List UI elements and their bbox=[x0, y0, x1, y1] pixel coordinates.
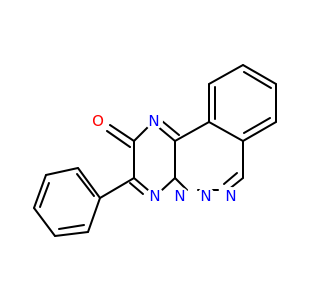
bond bbox=[33, 207, 56, 237]
nitrogen-atom-label: N bbox=[148, 112, 159, 130]
bond bbox=[54, 231, 89, 237]
atom-label-background bbox=[222, 187, 240, 205]
bond bbox=[223, 172, 238, 185]
nitrogen-atom-label: N bbox=[149, 187, 160, 205]
atom-label-background bbox=[89, 112, 107, 130]
bond bbox=[242, 121, 277, 142]
bond bbox=[161, 177, 176, 191]
bond bbox=[33, 174, 47, 209]
bond bbox=[208, 64, 244, 85]
nitrogen-atom-label: N bbox=[225, 187, 236, 205]
nitrogen-atom-label: N bbox=[174, 187, 185, 205]
bond bbox=[39, 182, 50, 208]
bond bbox=[133, 177, 149, 191]
bond bbox=[58, 224, 85, 230]
bond bbox=[161, 120, 180, 136]
atom-label-background bbox=[145, 112, 163, 130]
oxygen-atom-label: O bbox=[92, 112, 104, 130]
bond bbox=[77, 167, 101, 199]
atom-label-background bbox=[197, 187, 215, 205]
bond bbox=[106, 130, 131, 148]
bond bbox=[129, 182, 144, 195]
molecule-structure: O N N N N N N bbox=[33, 64, 277, 237]
bond bbox=[45, 167, 79, 176]
bond bbox=[87, 197, 101, 233]
bond bbox=[174, 177, 188, 191]
bond bbox=[156, 125, 176, 142]
atom-labels: O N N N N N N bbox=[89, 112, 240, 205]
atom-label-background bbox=[146, 187, 164, 205]
bond bbox=[243, 117, 271, 134]
bond bbox=[243, 71, 272, 89]
bond bbox=[99, 177, 135, 199]
nitrogen-atom-label: N bbox=[200, 187, 211, 205]
bond bbox=[109, 124, 135, 142]
bond bbox=[133, 125, 150, 142]
bond bbox=[76, 173, 95, 197]
bond bbox=[208, 121, 244, 142]
bond bbox=[174, 121, 210, 142]
bond bbox=[242, 64, 277, 85]
bond-lines bbox=[33, 64, 277, 237]
atom-label-background bbox=[171, 187, 189, 205]
